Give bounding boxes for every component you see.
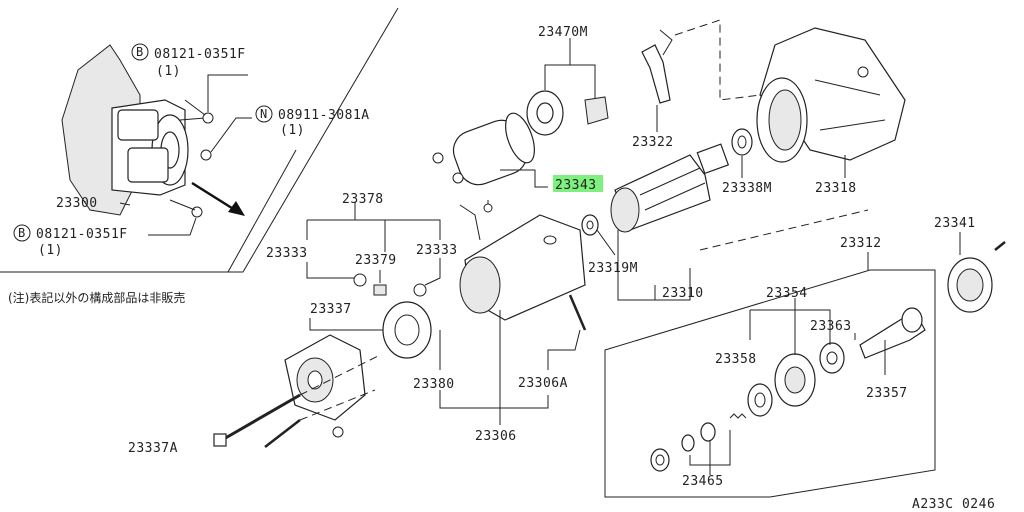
label-yoke: 23306 xyxy=(475,429,517,444)
label-screw: 23306A xyxy=(518,376,568,391)
gasket-kit-parts xyxy=(526,38,609,136)
rear-cover-bracket xyxy=(309,318,386,331)
label-armature: 23310 xyxy=(662,286,704,301)
svg-text:08121-0351F: 08121-0351F xyxy=(154,47,246,62)
inset-frame xyxy=(0,7,399,273)
label-nut: N 08911-3081A (1) xyxy=(255,105,370,138)
pinion-set-dash-top xyxy=(699,209,869,251)
label-gear: 23354 xyxy=(766,286,808,301)
label-brush-right: 23333 xyxy=(416,243,458,258)
label-small-bearing: 23319M xyxy=(588,261,638,276)
label-bolt-top: B 08121-0351F (1) xyxy=(131,43,246,79)
armature xyxy=(610,143,730,301)
svg-text:08911-3081A: 08911-3081A xyxy=(278,108,370,123)
solenoid-label-highlight xyxy=(553,175,603,192)
label-shaft: 23357 xyxy=(866,386,908,401)
lever-dashed-guide xyxy=(674,19,761,101)
label-brush-left: 23333 xyxy=(266,246,308,261)
svg-text:(1): (1) xyxy=(280,123,305,138)
note-text: (注)表記以外の構成部品は非販売 xyxy=(8,290,185,305)
label-starter-assy: 23300 xyxy=(56,196,98,211)
label-bearing-b: 23358 xyxy=(715,352,757,367)
brush-parts xyxy=(306,258,441,297)
brush-holder-bracket xyxy=(306,202,441,252)
label-plate: 23380 xyxy=(413,377,455,392)
svg-text:B: B xyxy=(18,226,26,240)
inset-starter-illustration xyxy=(61,44,252,236)
yoke xyxy=(439,204,587,425)
label-pinion-set: 23312 xyxy=(840,236,882,251)
svg-text:(1): (1) xyxy=(156,64,181,79)
armature-bearing xyxy=(731,128,753,178)
label-armature-bearing: 23338M xyxy=(722,181,772,196)
svg-text:08121-0351F: 08121-0351F xyxy=(36,227,128,242)
label-solenoid: 23343 xyxy=(555,178,597,193)
pinion-set-parts xyxy=(650,298,926,475)
shift-lever xyxy=(641,29,673,132)
small-bearing xyxy=(581,214,616,256)
drive-housing xyxy=(756,27,906,178)
svg-text:(1): (1) xyxy=(38,243,63,258)
label-brush-spring: 23379 xyxy=(355,253,397,268)
clutch-cover xyxy=(947,232,1006,313)
svg-text:B: B xyxy=(136,45,144,59)
label-clutch-cover: 23341 xyxy=(934,216,976,231)
plate xyxy=(382,301,441,370)
solenoid-switch xyxy=(432,112,548,213)
label-lever: 23322 xyxy=(632,135,674,150)
label-through-bolt: 23337A xyxy=(128,441,178,456)
label-brush-holder: 23378 xyxy=(342,192,384,207)
label-bearing-a: 23363 xyxy=(810,319,852,334)
label-rear-cover: 23337 xyxy=(310,302,352,317)
pinion-set-box xyxy=(604,269,936,498)
label-bolt-bottom: B 08121-0351F (1) xyxy=(13,224,128,258)
label-gasket-kit: 23470M xyxy=(538,25,588,40)
figure-code: A233C 0246 xyxy=(912,497,995,512)
svg-text:N: N xyxy=(260,107,268,121)
label-housing: 23318 xyxy=(815,181,857,196)
label-small-parts: 23465 xyxy=(682,474,724,489)
rear-cover xyxy=(284,334,366,438)
through-bolts xyxy=(213,354,381,448)
